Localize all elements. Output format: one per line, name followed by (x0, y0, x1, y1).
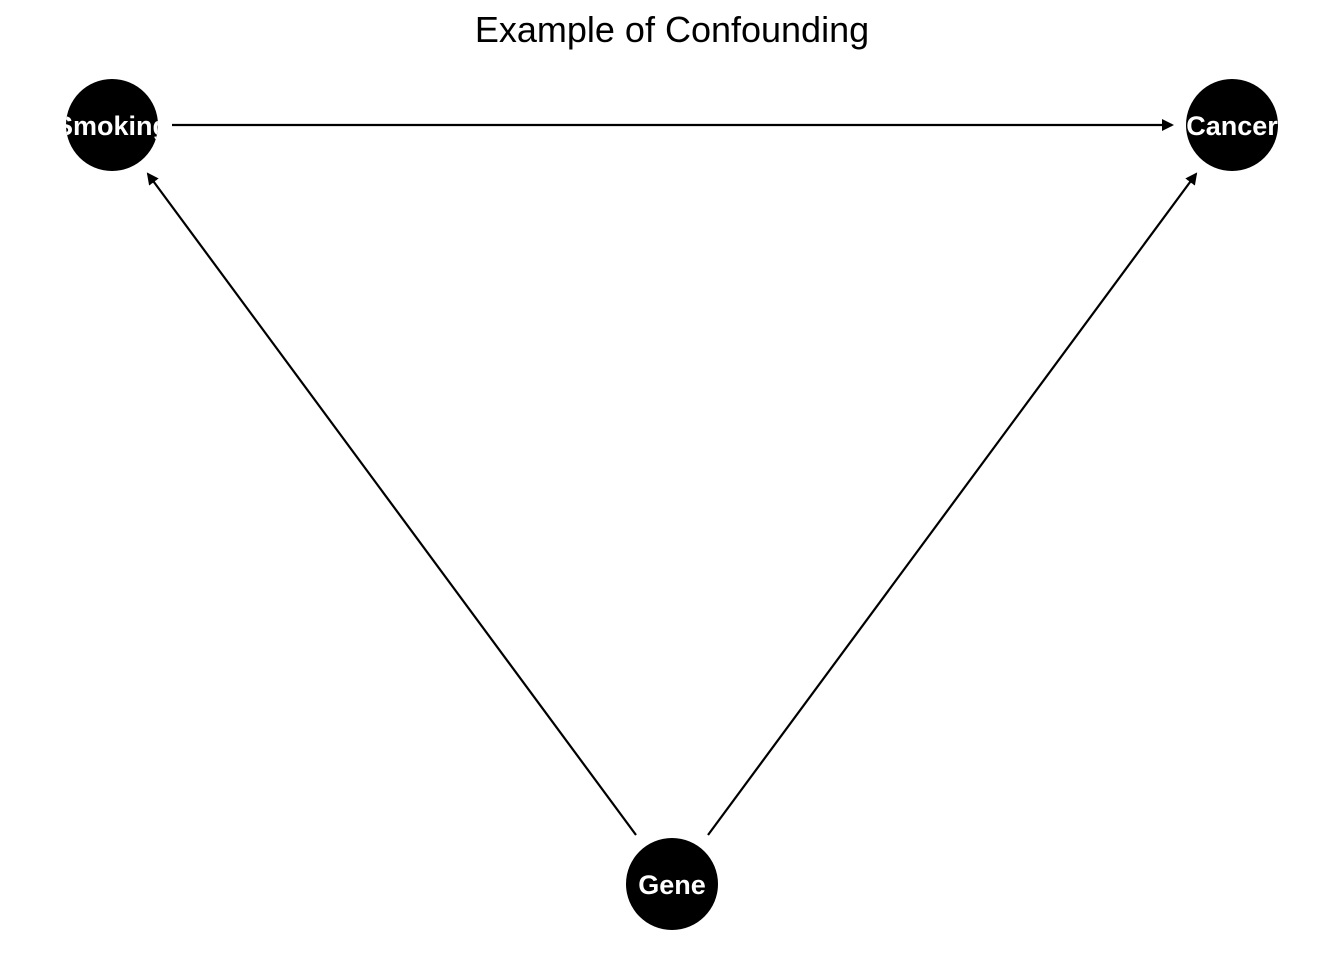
edges-layer (146, 119, 1198, 836)
node-cancer-label: Cancer (1186, 111, 1278, 141)
node-gene: Gene (626, 838, 718, 930)
node-smoking: Smoking (55, 79, 169, 171)
node-gene-circle (626, 838, 718, 930)
edge-gene-to-smoking (146, 172, 637, 836)
diagram-title: Example of Confounding (474, 9, 870, 50)
node-cancer-circle (1186, 79, 1278, 171)
node-smoking-circle (66, 79, 158, 171)
edge-gene-to-cancer (707, 172, 1198, 836)
node-cancer: Cancer (1186, 79, 1278, 171)
node-gene-label: Gene (638, 870, 706, 900)
nodes-layer: Smoking Cancer Gene (55, 79, 1278, 930)
node-smoking-label: Smoking (55, 111, 169, 141)
